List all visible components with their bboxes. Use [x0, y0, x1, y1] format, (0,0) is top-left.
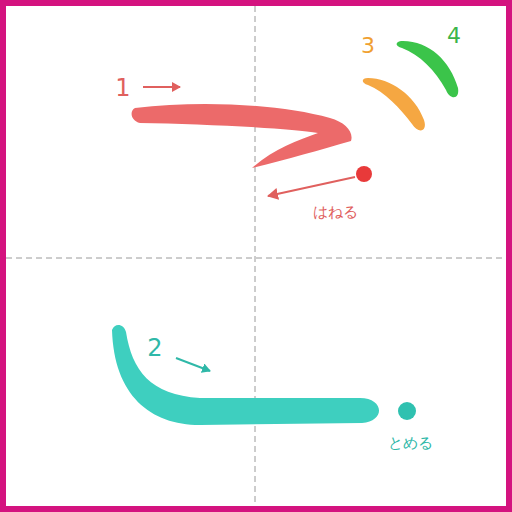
stroke-two: [112, 325, 379, 425]
end-dot: [356, 166, 372, 182]
direction-arrow: [176, 358, 210, 371]
callout-number: 2: [147, 336, 162, 360]
callout-number: 4: [447, 25, 461, 47]
callout-number: 3: [361, 35, 375, 57]
direction-arrow: [143, 86, 180, 88]
stroke-three: [363, 78, 425, 130]
guide-line: [255, 6, 256, 506]
guide-line: [6, 258, 506, 259]
stroke-note: はねる: [313, 205, 358, 220]
hane-arrow: [268, 177, 355, 196]
stroke-note: とめる: [388, 436, 433, 451]
end-dot: [398, 402, 416, 420]
stroke-one: [132, 104, 352, 168]
callout-number: 1: [115, 76, 130, 100]
stroke-four: [397, 41, 459, 97]
frame: [3, 3, 509, 509]
